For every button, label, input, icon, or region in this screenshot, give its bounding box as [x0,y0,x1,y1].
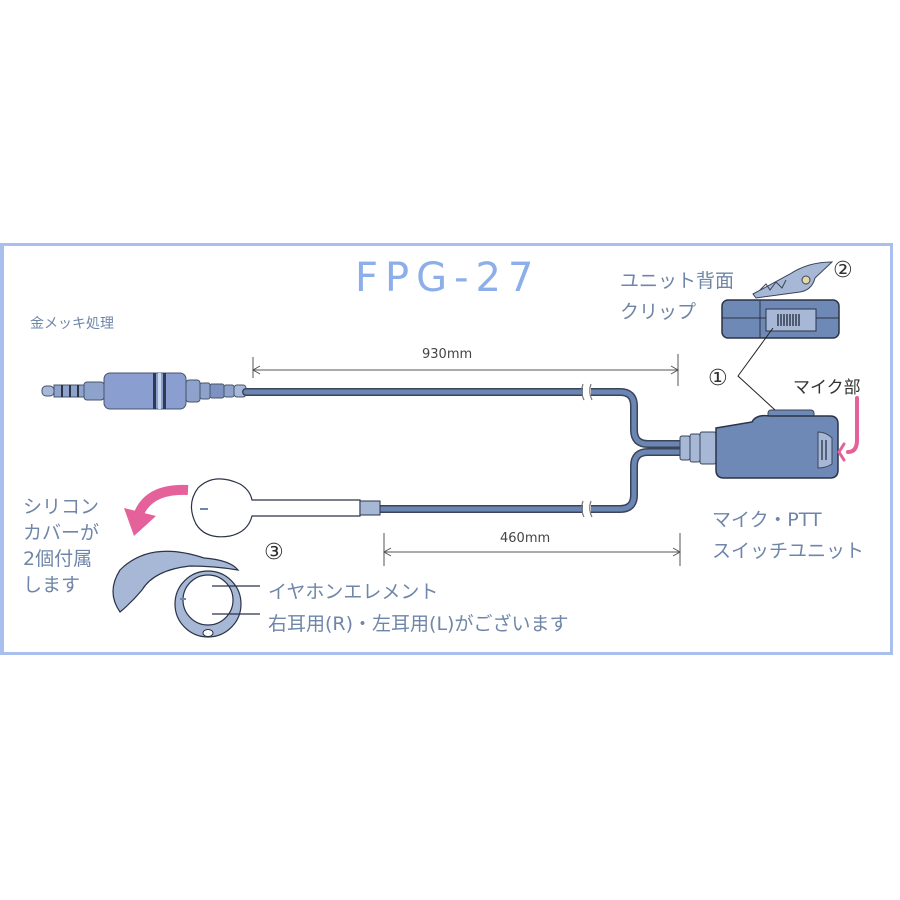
silicone-pointer-arrow-icon [124,484,189,536]
dimension-460-line [382,533,682,566]
belt-clip-icon [721,261,840,339]
earphone-icon [190,478,381,538]
callout-2: ② [833,258,853,283]
lower-cable-length: 460mm [500,531,551,546]
silicone-label-line3: 2個付属 [23,548,93,570]
callout-1: ① [708,366,728,391]
silicone-label-line4: します [23,574,81,596]
clip-label-line2: クリップ [620,301,697,323]
mic-part-label: マイク部 [793,378,861,398]
silicone-label-line1: シリコン [23,496,100,518]
plug-connector-icon [41,372,247,410]
cable-break-marks [581,383,593,518]
earphone-label-line2: 右耳用(R)・左耳用(L)がございます [268,613,569,635]
silicone-label-line2: カバーが [23,522,100,544]
upper-cable-length: 930mm [422,347,473,362]
mic-pointer-arrow-icon [837,396,859,462]
earphone-label-line1: イヤホンエレメント [268,581,439,603]
silicone-cover-icon [112,550,260,638]
ptt-label-line2: スイッチユニット [712,540,865,562]
ptt-label-line1: マイク・PTT [712,509,822,531]
dimension-930-line [251,354,680,386]
cable-paths [242,388,694,513]
clip-label-line1: ユニット背面 [620,270,735,292]
product-title: FPG-27 [355,255,541,301]
callout-1-leaders [737,327,776,411]
gold-plating-label: 金メッキ処理 [30,316,114,332]
mic-ptt-unit-icon [679,409,839,479]
callout-3: ③ [264,540,284,565]
